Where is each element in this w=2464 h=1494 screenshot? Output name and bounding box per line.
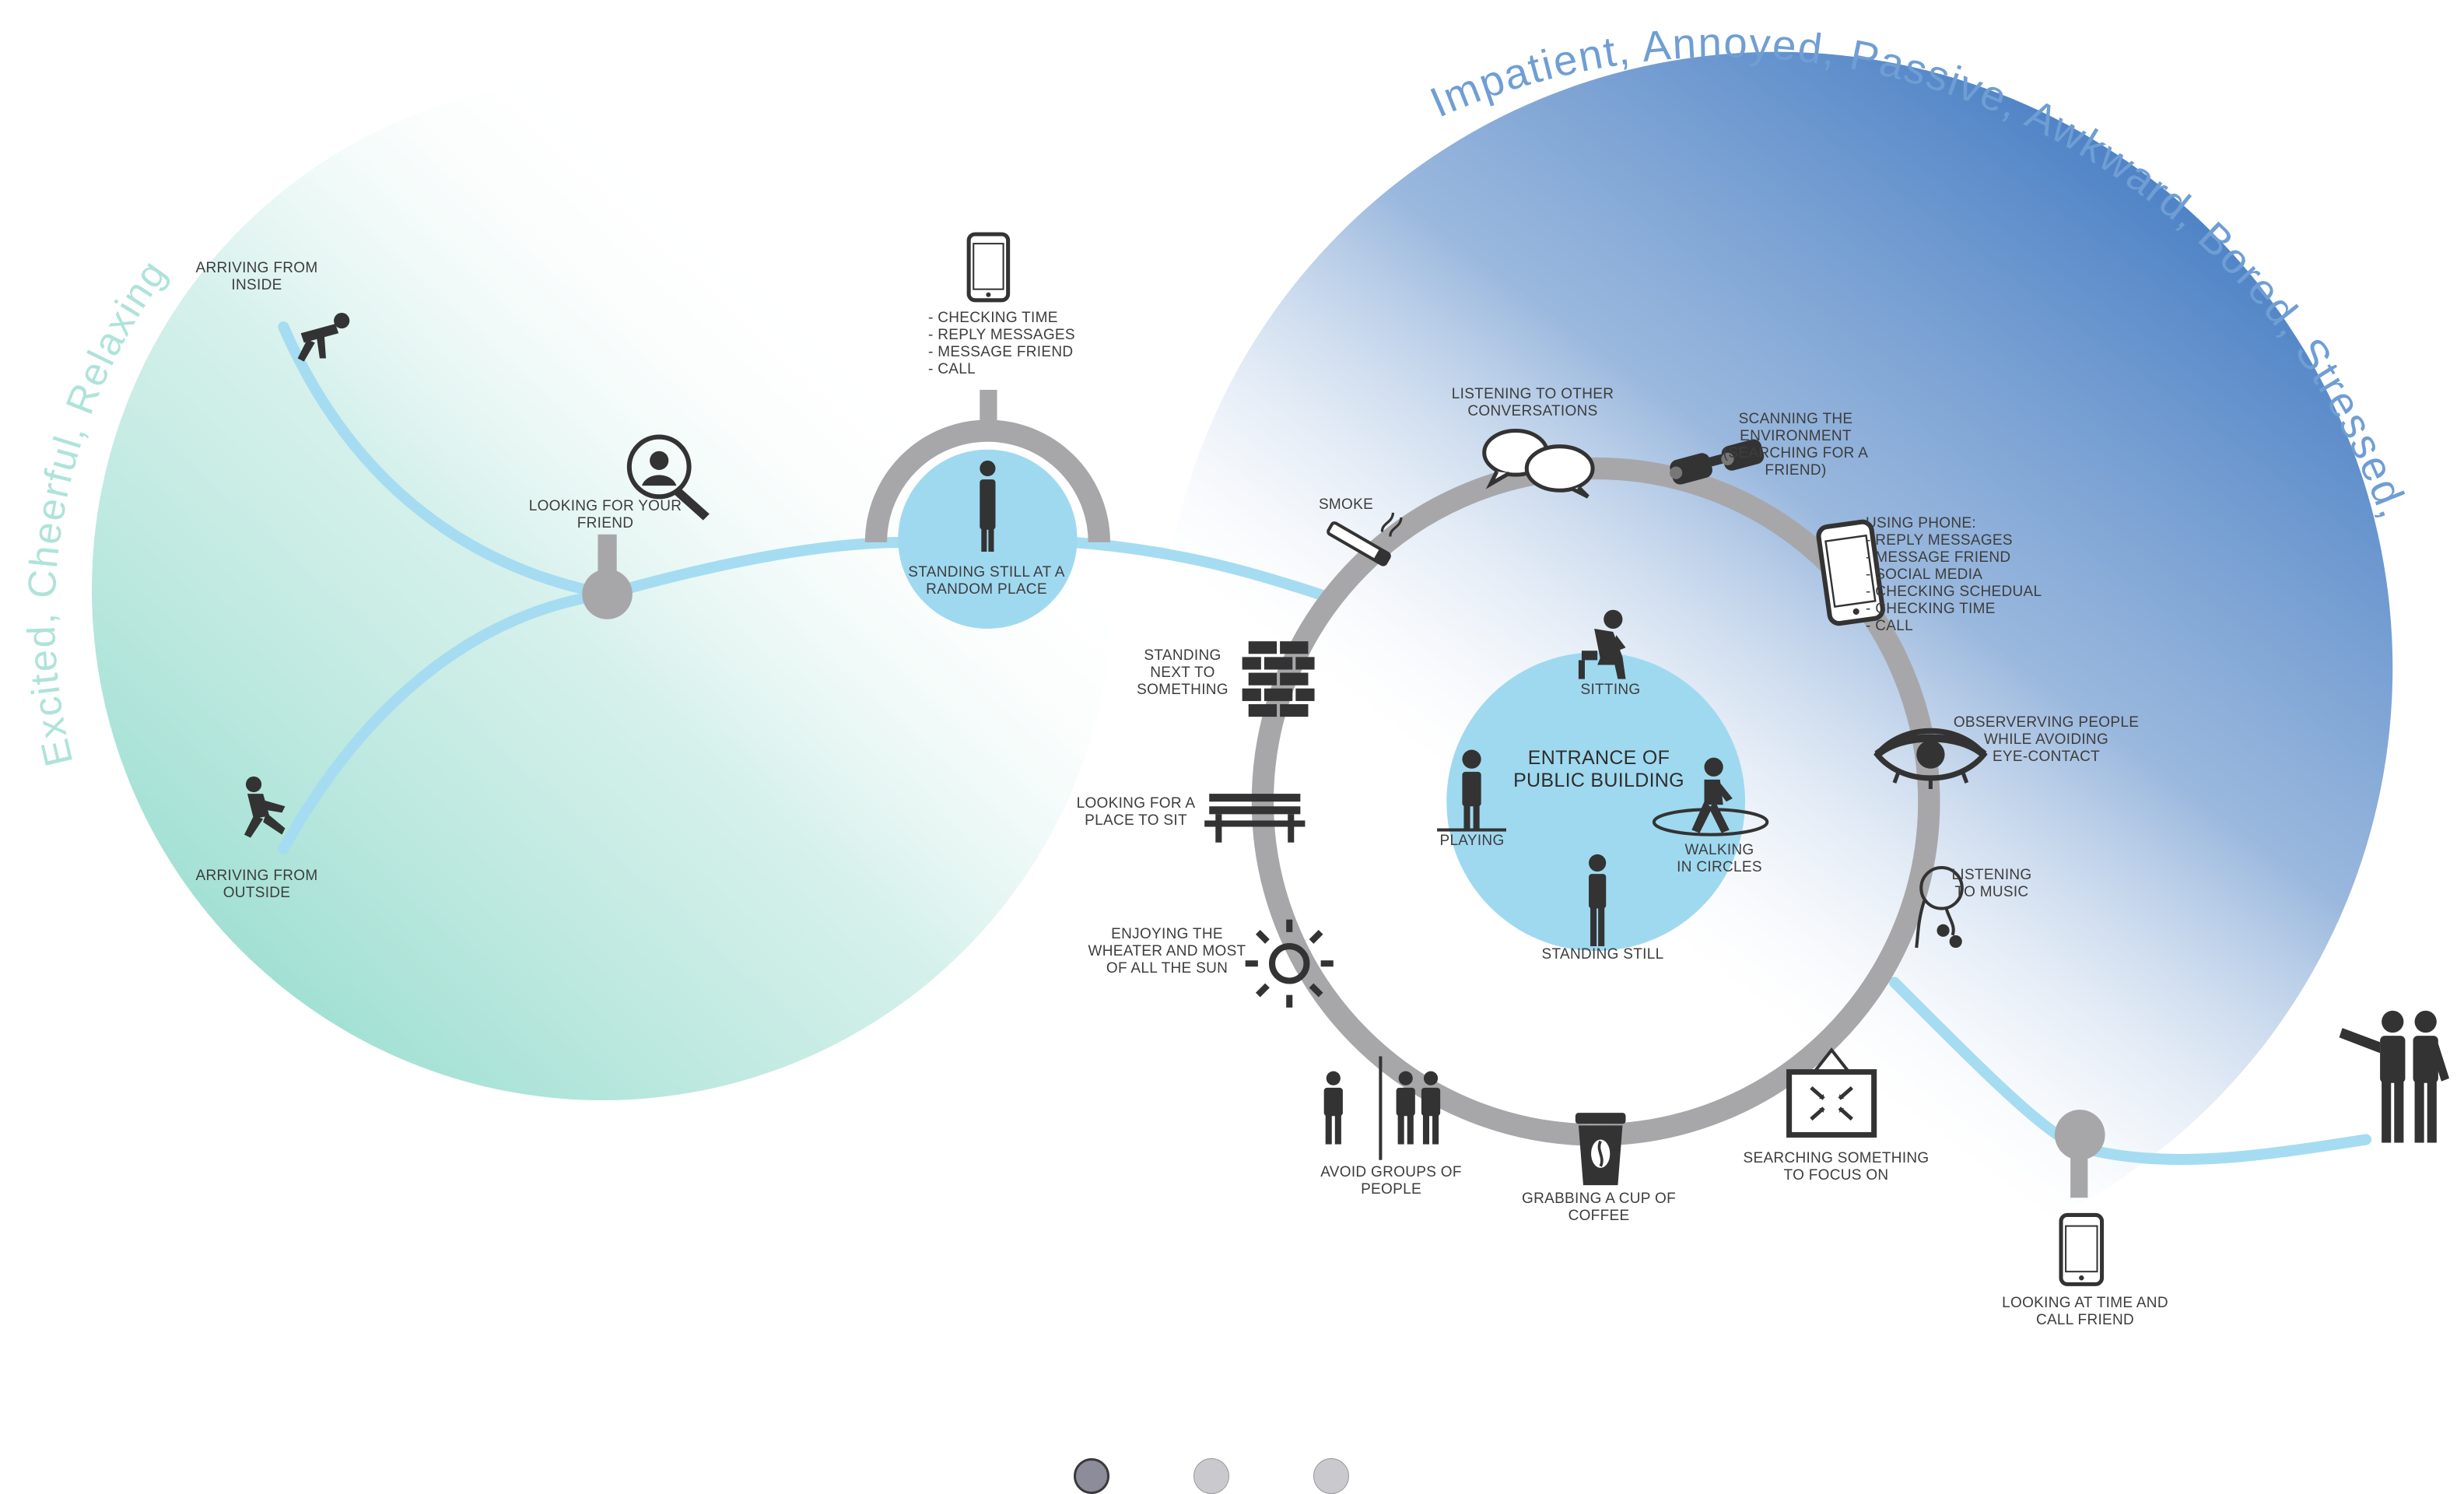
observing-label: OBSERVERVING PEOPLE WHILE AVOIDING EYE-C… xyxy=(1953,714,2140,765)
looking-sit-label: LOOKING FOR A PLACE TO SIT xyxy=(1076,795,1196,829)
exit-node[interactable] xyxy=(2054,1110,2105,1160)
sitting-person-icon xyxy=(1578,609,1626,679)
binoculars-icon xyxy=(1670,439,1765,485)
standing-still-label: STANDING STILL xyxy=(1541,946,1664,963)
focus-frame-icon xyxy=(1786,1047,1877,1138)
eye-icon xyxy=(1873,728,1988,790)
arriving-inside-label: ARRIVING FROM INSIDE xyxy=(195,260,318,293)
smartphone-icon xyxy=(1816,519,1885,626)
falling-person-icon xyxy=(297,312,350,362)
two-people-greeting-icon xyxy=(2339,1010,2449,1143)
right-mood-circle xyxy=(1160,51,2393,1285)
standing-person-icon xyxy=(1589,854,1607,947)
scanning-label: SCANNING THE ENVIRONMENT (SEARCHING FOR … xyxy=(1723,411,1869,479)
page-dot-2[interactable] xyxy=(1193,1458,1229,1494)
standing-random-label: STANDING STILL AT A RANDOM PLACE xyxy=(908,564,1065,598)
path-to-standing xyxy=(601,536,910,600)
path-to-ring xyxy=(1067,536,1334,603)
group-people-icon xyxy=(1323,1056,1441,1160)
page-dot-1[interactable] xyxy=(1074,1458,1109,1494)
smartphone-icon xyxy=(2059,1212,2105,1286)
standing-person-icon xyxy=(980,460,996,552)
smartphone-icon xyxy=(966,232,1011,303)
looking-friend-label: LOOKING FOR YOUR FRIEND xyxy=(528,498,682,531)
walking-circles-label: WALKING IN CIRCLES xyxy=(1677,842,1762,875)
avoid-groups-label: AVOID GROUPS OF PEOPLE xyxy=(1320,1164,1462,1198)
listening-music-label: LISTENING TO MUSIC xyxy=(1951,867,2032,900)
path-from-outside xyxy=(278,588,613,854)
coffee-cup-icon xyxy=(1575,1113,1626,1186)
smoke-label: SMOKE xyxy=(1318,496,1374,513)
sitting-label: SITTING xyxy=(1580,682,1641,698)
listening-conversations-label: LISTENING TO OTHER CONVERSATIONS xyxy=(1451,386,1614,419)
slipping-person-icon xyxy=(244,776,286,838)
friend-node[interactable] xyxy=(582,569,633,619)
standing-node[interactable] xyxy=(898,449,1078,629)
sun-icon xyxy=(1245,919,1334,1008)
brick-wall-icon xyxy=(1242,641,1315,717)
standing-arch-stem xyxy=(980,389,997,434)
playing-label: PLAYING xyxy=(1439,833,1505,849)
focus-label: SEARCHING SOMETHING TO FOCUS ON xyxy=(1743,1150,1929,1184)
phone-actions-label: - CHECKING TIME - REPLY MESSAGES - MESSA… xyxy=(928,310,1075,377)
cigarette-icon xyxy=(1327,512,1403,566)
path-from-inside xyxy=(278,321,613,600)
bench-icon xyxy=(1204,794,1306,843)
coffee-label: GRABBING A CUP OF COFFEE xyxy=(1522,1191,1676,1224)
arriving-outside-label: ARRIVING FROM OUTSIDE xyxy=(195,868,318,901)
walking-person-icon xyxy=(1652,757,1769,836)
magnifier-person-icon xyxy=(626,434,710,521)
earphones-icon xyxy=(1915,866,1964,949)
center-node[interactable] xyxy=(1446,652,1746,952)
page-dot-3[interactable] xyxy=(1313,1458,1349,1494)
playing-person-icon xyxy=(1437,749,1506,832)
enjoying-weather-label: ENJOYING THE WHEATER AND MOST OF ALL THE… xyxy=(1088,926,1246,977)
using-phone-label: USING PHONE: - REPLY MESSAGES - MESSAGE … xyxy=(1866,515,2042,634)
standing-next-label: STANDING NEXT TO SOMETHING xyxy=(1137,647,1228,698)
speech-bubbles-icon xyxy=(1482,428,1595,499)
center-title: ENTRANCE OF PUBLIC BUILDING xyxy=(1513,747,1684,791)
time-call-label: LOOKING AT TIME AND CALL FRIEND xyxy=(2002,1295,2168,1328)
